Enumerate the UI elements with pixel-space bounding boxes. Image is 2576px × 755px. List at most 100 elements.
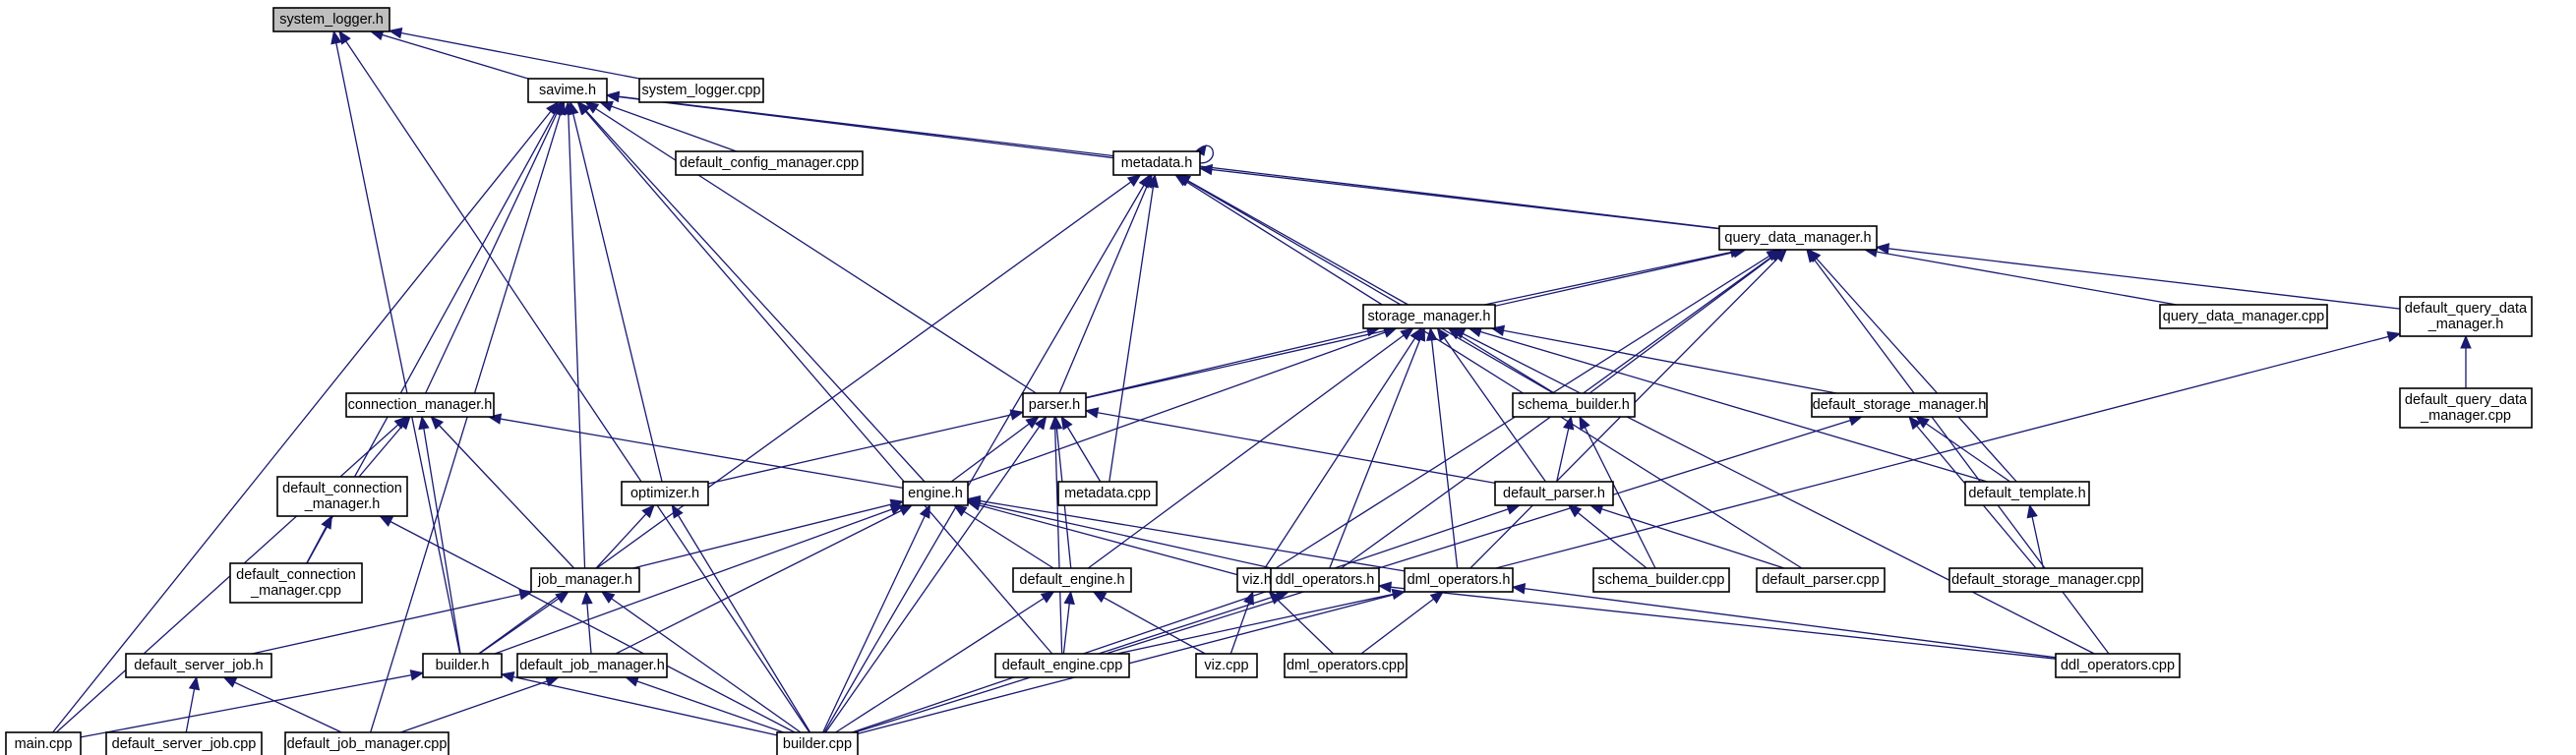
node-system-logger-cpp[interactable]: system_logger.cpp [638, 78, 764, 103]
node-query-data-manager-h[interactable]: query_data_manager.h [1718, 225, 1878, 251]
edge-dml_operators_h-to-dml_operators_cpp [1360, 591, 1445, 655]
node-schema-builder-h[interactable]: schema_builder.h [1512, 392, 1636, 418]
node-default-parser-cpp[interactable]: default_parser.cpp [1756, 567, 1886, 593]
edge-job_manager_h-to-builder_cpp [600, 591, 802, 733]
node-label: default_job_manager.cpp [287, 736, 448, 752]
edge-ddl_operators_h-to-ddl_operators_cpp [1377, 581, 2057, 660]
node-savime-h[interactable]: savime.h [527, 78, 608, 103]
node-label: default_storage_manager.cpp [1951, 572, 2140, 588]
node-label: main.cpp [15, 736, 73, 752]
node-connection-manager-h[interactable]: connection_manager.h [345, 392, 495, 418]
node-default-server-job-h[interactable]: default_server_job.h [125, 653, 272, 678]
edge-engine_h-to-builder_cpp [822, 503, 930, 733]
edge-parser_h-to-optimizer_h [707, 409, 1025, 485]
edge-engine_h-to-default_engine_h [952, 504, 1054, 569]
node-metadata-cpp[interactable]: metadata.cpp [1057, 481, 1158, 506]
node-default-engine-cpp[interactable]: default_engine.cpp [994, 653, 1130, 678]
edge-storage_manager_h-to-viz_h [1264, 326, 1422, 569]
edge-default_parser_h-to-builder_cpp [852, 503, 1521, 733]
node-metadata-h[interactable]: metadata.h [1112, 150, 1201, 176]
node-label: default_engine.h [1019, 572, 1124, 588]
node-label: default_query_data_manager.h [2405, 301, 2528, 332]
node-system-logger-h[interactable]: system_logger.h [272, 7, 390, 32]
graph-edges [52, 28, 2472, 738]
node-query-data-manager-cpp[interactable]: query_data_manager.cpp [2159, 304, 2328, 329]
edge-parser_h-to-engine_h [950, 416, 1040, 483]
edge-savime_h-to-connection_manager_h [425, 100, 563, 394]
node-engine-h[interactable]: engine.h [902, 481, 969, 506]
edge-engine_h-to-dml_operators_h [966, 494, 1406, 572]
node-main-cpp[interactable]: main.cpp [5, 731, 82, 755]
node-label: job_manager.h [537, 572, 632, 588]
node-ddl-operators-h[interactable]: ddl_operators.h [1270, 567, 1380, 593]
edge-job_manager_h-to-default_job_manager_h [581, 590, 593, 655]
node-builder-cpp[interactable]: builder.cpp [776, 731, 859, 755]
edge-default_engine_h-to-builder_cpp [835, 591, 1055, 733]
node-ddl-operators-cpp[interactable]: ddl_operators.cpp [2055, 653, 2181, 678]
node-default-engine-h[interactable]: default_engine.h [1012, 567, 1132, 593]
node-label: default_query_data_manager.cpp [2405, 392, 2528, 424]
node-label: default_connection_manager.cpp [236, 567, 356, 599]
node-label: ddl_operators.cpp [2061, 658, 2175, 673]
node-label: engine.h [908, 486, 963, 501]
node-label: viz.cpp [1204, 658, 1248, 673]
node-label: viz.h [1242, 572, 1272, 588]
edge-engine_h-to-ddl_operators_h [966, 497, 1273, 569]
node-default-connection-manager-cpp[interactable]: default_connection_manager.cpp [229, 562, 363, 604]
node-label: default_job_manager.h [519, 658, 665, 673]
edge-storage_manager_h-to-default_engine_h [1087, 327, 1414, 569]
node-schema-builder-cpp[interactable]: schema_builder.cpp [1592, 567, 1730, 593]
node-label: query_data_manager.h [1724, 230, 1871, 246]
node-default-config-manager-cpp[interactable]: default_config_manager.cpp [675, 150, 864, 176]
node-label: dml_operators.h [1408, 572, 1511, 588]
edge-savime_h-to-optimizer_h [568, 100, 663, 483]
node-label: default_storage_manager.h [1813, 397, 1987, 413]
node-default-query-data-manager-cpp[interactable]: default_query_data_manager.cpp [2399, 387, 2533, 429]
node-label: default_parser.h [1503, 486, 1605, 501]
node-default-job-manager-h[interactable]: default_job_manager.h [516, 653, 668, 678]
edge-storage_manager_h-to-ddl_operators_h [1329, 326, 1426, 569]
edge-parser_h-to-default_parser_h [1084, 407, 1496, 485]
node-default-storage-manager-cpp[interactable]: default_storage_manager.cpp [1948, 567, 2143, 593]
edge-metadata_h-to-storage_manager_h [1176, 174, 1409, 306]
edge-savime_h-to-parser_h [584, 101, 1037, 394]
edge-default_connection_manager_h-to-default_connection_manager_cpp [306, 514, 332, 564]
node-label: builder.cpp [783, 736, 852, 752]
node-dml-operators-h[interactable]: dml_operators.h [1404, 567, 1514, 593]
edge-optimizer_h-to-job_manager_h [595, 504, 655, 569]
node-default-query-data-manager-h[interactable]: default_query_data_manager.h [2399, 296, 2533, 337]
node-default-storage-manager-h[interactable]: default_storage_manager.h [1811, 392, 1988, 418]
node-builder-h[interactable]: builder.h [422, 653, 503, 678]
node-label: builder.h [436, 658, 490, 673]
node-viz-cpp[interactable]: viz.cpp [1195, 653, 1258, 678]
node-dml-operators-cpp[interactable]: dml_operators.cpp [1284, 653, 1408, 678]
edge-parser_h-to-builder_cpp [824, 415, 1048, 733]
edge-metadata_h-to-schema_builder_h [1175, 174, 1554, 394]
node-default-connection-manager-h[interactable]: default_connection_manager.h [276, 476, 408, 517]
node-default-parser-h[interactable]: default_parser.h [1494, 481, 1614, 506]
edge-dml_operators_h-to-ddl_operators_cpp [1511, 583, 2057, 659]
node-default-template-h[interactable]: default_template.h [1964, 481, 2090, 506]
node-job-manager-h[interactable]: job_manager.h [530, 567, 640, 593]
edge-default_server_job_h-to-default_server_job_cpp [185, 675, 201, 733]
node-storage-manager-h[interactable]: storage_manager.h [1362, 304, 1496, 329]
node-default-server-job-cpp[interactable]: default_server_job.cpp [105, 731, 263, 755]
node-optimizer-h[interactable]: optimizer.h [621, 481, 709, 506]
edge-system_logger_h-to-system_logger_cpp [388, 28, 640, 80]
edge-schema_builder_h-to-schema_builder_cpp [1579, 415, 1656, 569]
edge-metadata_h-to-metadata_cpp [1108, 173, 1160, 483]
edge-storage_manager_h-to-default_parser_h [1436, 326, 1547, 483]
edge-system_logger_h-to-builder_h [330, 29, 461, 655]
node-default-job-manager-cpp[interactable]: default_job_manager.cpp [284, 731, 449, 755]
edge-engine_h-to-viz_h [966, 499, 1238, 576]
edge-builder_h-to-main_cpp [80, 669, 425, 738]
edge-schema_builder_h-to-default_parser_h [1556, 415, 1575, 483]
node-label: schema_builder.h [1518, 397, 1630, 413]
node-parser-h[interactable]: parser.h [1022, 392, 1087, 418]
edge-query_data_manager_h-to-query_data_manager_cpp [1863, 246, 2178, 306]
node-label: system_logger.h [279, 12, 384, 28]
edge-default_server_job_h-to-default_job_manager_cpp [222, 676, 342, 733]
edge-dml_operators_h-to-default_engine_cpp [1116, 588, 1407, 655]
edge-connection_manager_h-to-job_manager_h [430, 416, 575, 569]
